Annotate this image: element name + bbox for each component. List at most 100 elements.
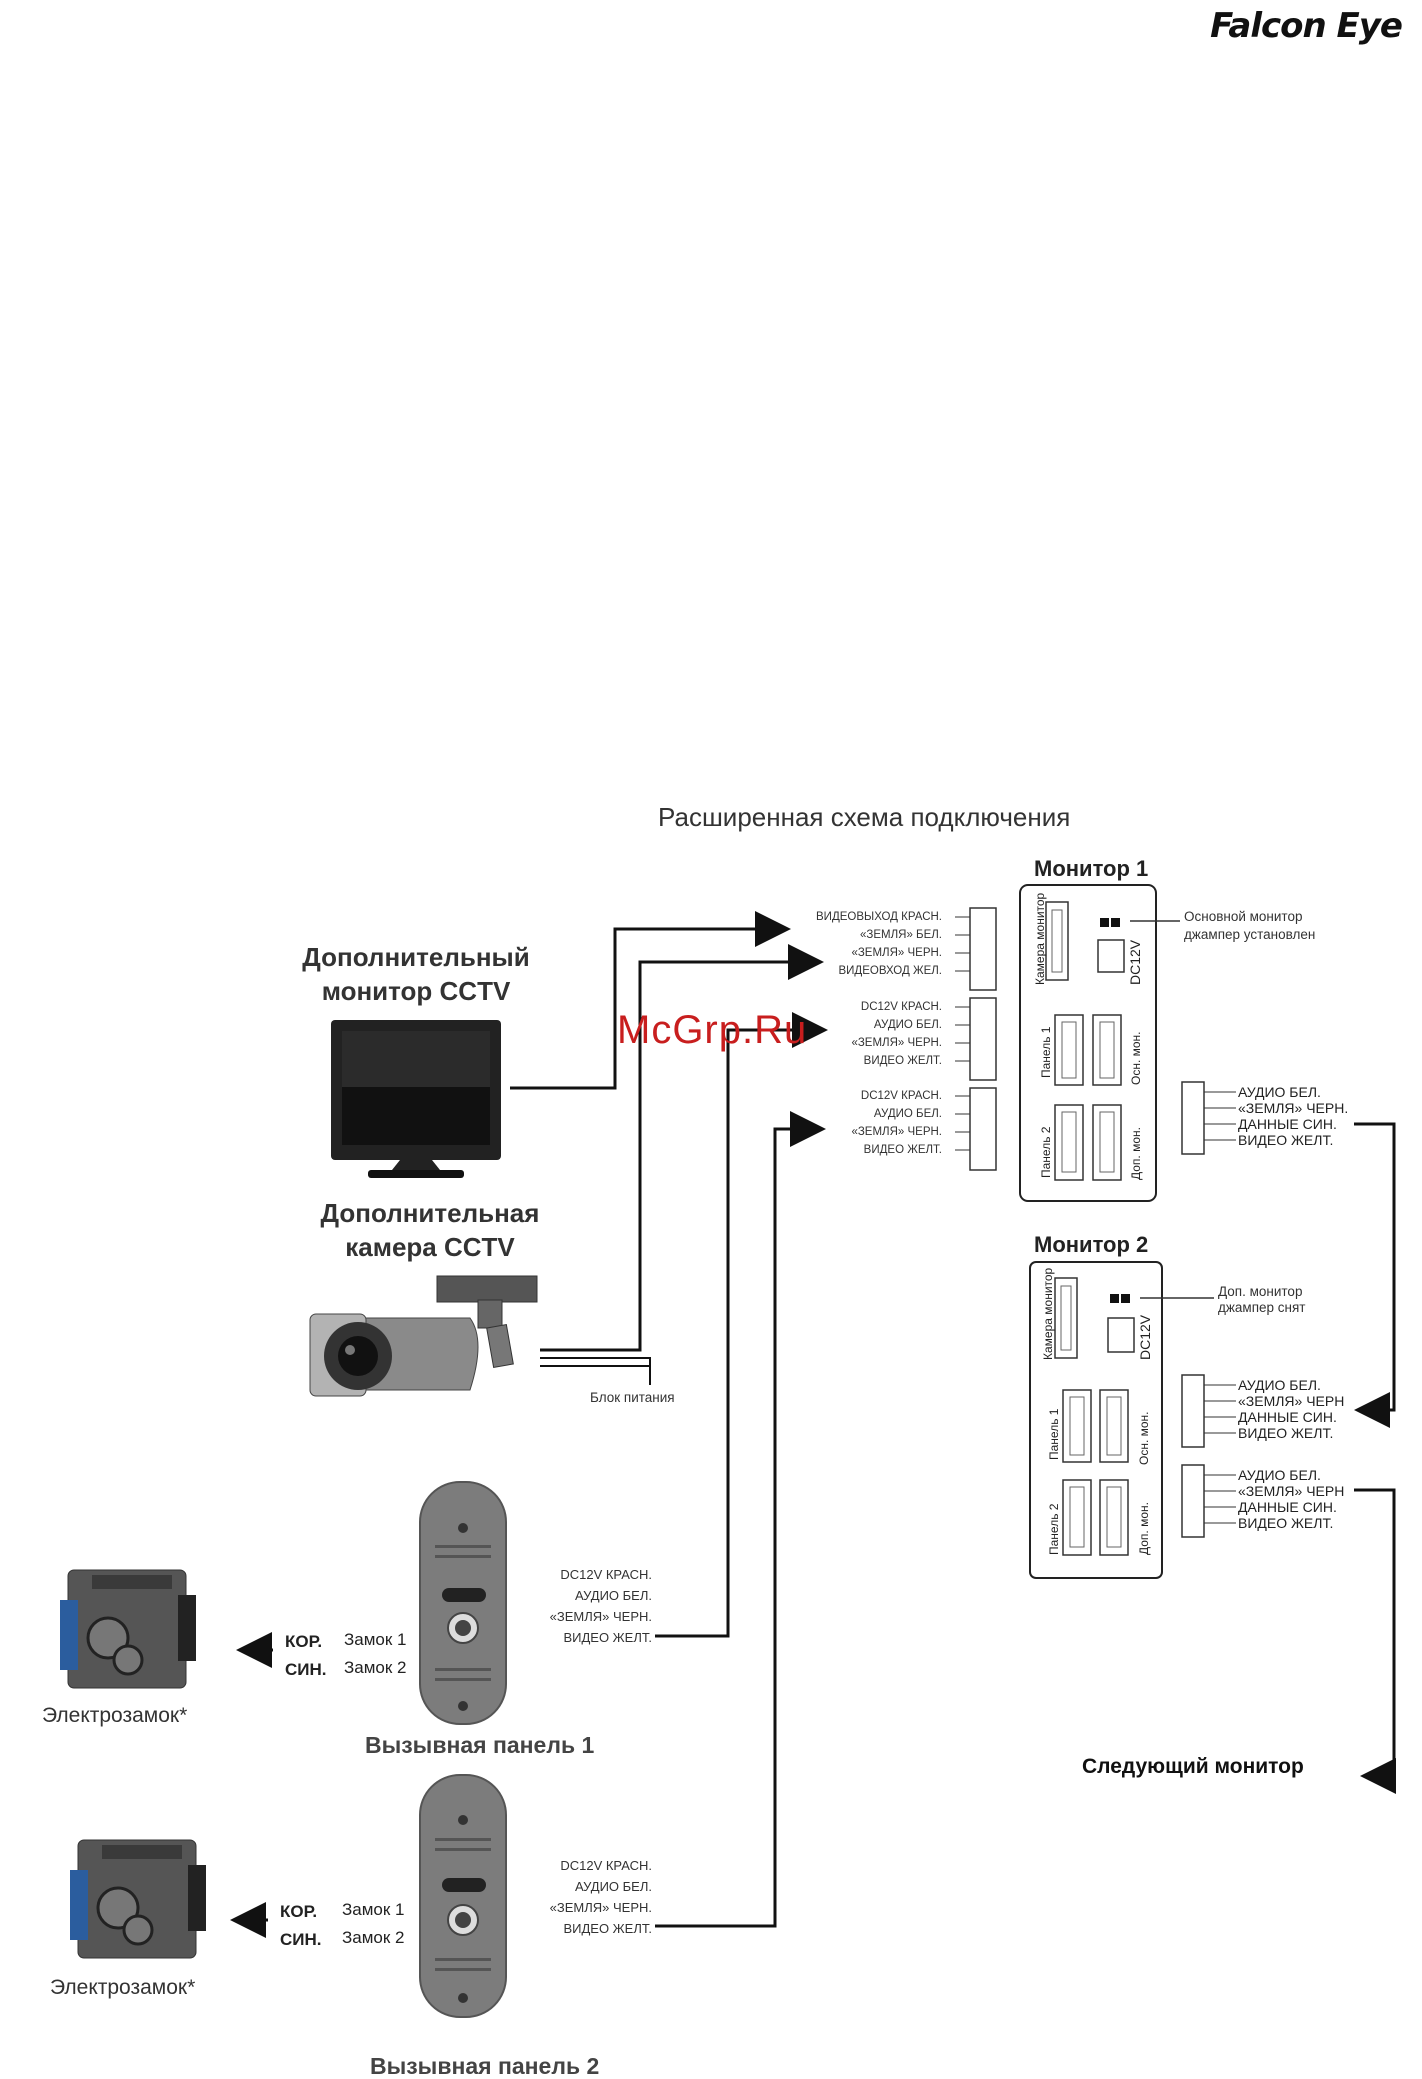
lock-name: Замок 1	[342, 1900, 405, 1919]
next-monitor-label: Следующий монитор	[1082, 1755, 1304, 1778]
wire-label: ВИДЕО ЖЕЛТ.	[863, 1055, 942, 1067]
jumper-note-line: Основной монитор	[1184, 909, 1303, 924]
wire-label: «ЗЕМЛЯ» БЕЛ.	[860, 929, 942, 941]
electric-lock-1-illustration	[60, 1569, 196, 1689]
watermark: McGrp.Ru	[617, 1008, 808, 1052]
wire-label: ВИДЕО ЖЕЛТ.	[563, 1630, 652, 1645]
wire-label: «ЗЕМЛЯ» ЧЕРН.	[851, 1126, 942, 1138]
jumper-note-line: джампер установлен	[1184, 927, 1316, 942]
m1-port-panel1: Панель 1	[1039, 1026, 1053, 1078]
color-label: СИН.	[280, 1930, 322, 1949]
wire-label: ВИДЕО ЖЕЛТ.	[563, 1921, 652, 1936]
wire-label: «ЗЕМЛЯ» ЧЕРН.	[549, 1900, 652, 1915]
wire-label: ДАННЫЕ СИН.	[1238, 1116, 1337, 1132]
label-line: камера CCTV	[345, 1232, 515, 1262]
wire-label: DC12V КРАСН.	[860, 1090, 942, 1102]
wire-label: ВИДЕО ЖЕЛТ.	[863, 1144, 942, 1156]
monitor2-jumper-note: Доп. монитор джампер снят	[1218, 1284, 1305, 1316]
lock-name: Замок 2	[342, 1928, 405, 1947]
monitor1-title: Монитор 1	[1034, 856, 1149, 881]
lock-name: Замок 1	[344, 1630, 407, 1649]
m1-port-cam: Камера монитор	[1033, 892, 1047, 985]
call-panel1-label: Вызывная панель 1	[365, 1732, 595, 1758]
m2-port-panel2: Панель 2	[1047, 1503, 1061, 1555]
connector-m2-in	[1181, 1374, 1236, 1448]
wires-monitor2-in-labels: АУДИО БЕЛ. «ЗЕМЛЯ» ЧЕРН ДАННЫЕ СИН. ВИДЕ…	[1238, 1377, 1344, 1441]
call-panel2-wires: DC12V КРАСН. АУДИО БЕЛ. «ЗЕМЛЯ» ЧЕРН. ВИ…	[550, 1855, 652, 1939]
m2-port-dc: DC12V	[1137, 1314, 1153, 1360]
m2-port-dop: Доп. мон.	[1137, 1502, 1151, 1555]
electric-lock1-label: Электрозамок*	[42, 1704, 188, 1727]
wire-label: «ЗЕМЛЯ» ЧЕРН	[1238, 1483, 1345, 1499]
brand-logo: Falcon Eye	[1210, 6, 1403, 46]
wire-label: DC12V КРАСН.	[560, 1858, 652, 1873]
power-supply-label: Блок питания	[590, 1390, 675, 1405]
monitor2-board	[1029, 1261, 1163, 1579]
label-line: монитор CCTV	[321, 976, 511, 1006]
color-label: СИН.	[285, 1660, 327, 1679]
wire-label: ДАННЫЕ СИН.	[1238, 1409, 1337, 1425]
wire-label: ВИДЕО ЖЕЛТ.	[1238, 1425, 1334, 1441]
extra-camera-label: Дополнительная камера CCTV	[300, 1196, 560, 1264]
wires-panel2-labels: DC12V КРАСН. АУДИО БЕЛ. «ЗЕМЛЯ» ЧЕРН. ВИ…	[851, 1087, 942, 1159]
wire-label: АУДИО БЕЛ.	[575, 1879, 652, 1894]
connector-m1-out	[1181, 1081, 1236, 1155]
wire-label: ВИДЕО ЖЕЛТ.	[1238, 1515, 1334, 1531]
wires-panel1-labels: DC12V КРАСН. АУДИО БЕЛ. «ЗЕМЛЯ» ЧЕРН. ВИ…	[851, 998, 942, 1070]
color-label: КОР.	[280, 1902, 318, 1921]
wires-monitor-out-labels: АУДИО БЕЛ. «ЗЕМЛЯ» ЧЕРН. ДАННЫЕ СИН. ВИД…	[1238, 1084, 1348, 1148]
wires-monitor2-out-labels: АУДИО БЕЛ. «ЗЕМЛЯ» ЧЕРН ДАННЫЕ СИН. ВИДЕ…	[1238, 1467, 1344, 1531]
wire-label: «ЗЕМЛЯ» ЧЕРН.	[1238, 1100, 1349, 1116]
lock2-colors: КОР. СИН.	[280, 1898, 322, 1954]
call-panel1-wires: DC12V КРАСН. АУДИО БЕЛ. «ЗЕМЛЯ» ЧЕРН. ВИ…	[550, 1564, 652, 1648]
wire-label: АУДИО БЕЛ.	[873, 1108, 942, 1120]
call-panel-2-illustration	[419, 1774, 507, 2018]
monitor1-jumper-note: Основной монитор джампер установлен	[1184, 908, 1315, 944]
call-panel2-label: Вызывная панель 2	[370, 2053, 600, 2079]
label-line: Дополнительный	[302, 942, 530, 972]
m1-port-dop: Доп. мон.	[1129, 1127, 1143, 1180]
wire-label: «ЗЕМЛЯ» ЧЕРН.	[851, 947, 942, 959]
m2-port-panel1: Панель 1	[1047, 1408, 1061, 1460]
wire-label: DC12V КРАСН.	[860, 1001, 942, 1013]
lock-name: Замок 2	[344, 1658, 407, 1677]
electric-lock2-label: Электрозамок*	[50, 1976, 196, 1999]
wire-label: «ЗЕМЛЯ» ЧЕРН.	[549, 1609, 652, 1624]
wire-label: «ЗЕМЛЯ» ЧЕРН	[1238, 1393, 1345, 1409]
wire-label: ВИДЕОВХОД ЖЕЛ.	[838, 965, 943, 977]
wire-label: ВИДЕО ЖЕЛТ.	[1238, 1132, 1334, 1148]
cctv-monitor-illustration	[331, 1020, 501, 1178]
wires-cam-labels: ВИДЕОВЫХОД КРАСН. «ЗЕМЛЯ» БЕЛ. «ЗЕМЛЯ» Ч…	[816, 908, 942, 980]
m1-port-osn: Осн. мон.	[1129, 1031, 1143, 1085]
wire-label: АУДИО БЕЛ.	[575, 1588, 652, 1603]
label-line: Дополнительная	[320, 1198, 540, 1228]
jumper-note-line: Доп. монитор	[1218, 1284, 1303, 1299]
jumper-note-line: джампер снят	[1218, 1300, 1306, 1315]
extra-monitor-label: Дополнительный монитор CCTV	[286, 940, 546, 1008]
color-label: КОР.	[285, 1632, 323, 1651]
wire-label: ВИДЕОВЫХОД КРАСН.	[816, 911, 942, 923]
monitor2-title: Монитор 2	[1034, 1232, 1149, 1257]
wire-label: DC12V КРАСН.	[560, 1567, 652, 1582]
m2-port-cam: Камера монитор	[1041, 1267, 1055, 1360]
call-panel-1-illustration	[419, 1481, 507, 1725]
lock1-names: Замок 1 Замок 2	[344, 1626, 406, 1682]
connector-cam	[955, 907, 997, 991]
connector-panel2	[955, 1087, 997, 1171]
wire-label: АУДИО БЕЛ.	[1238, 1084, 1321, 1100]
connector-m2-out	[1181, 1464, 1236, 1538]
wire-label: АУДИО БЕЛ.	[873, 1019, 942, 1031]
wire-label: ДАННЫЕ СИН.	[1238, 1499, 1337, 1515]
lock2-names: Замок 1 Замок 2	[342, 1896, 404, 1952]
wire-label: «ЗЕМЛЯ» ЧЕРН.	[851, 1037, 942, 1049]
electric-lock-2-illustration	[70, 1839, 206, 1959]
connector-panel1	[955, 997, 997, 1081]
m1-port-dc: DC12V	[1127, 939, 1143, 985]
diagram-title: Расширенная схема подключения	[658, 802, 1071, 832]
wire-label: АУДИО БЕЛ.	[1238, 1467, 1321, 1483]
m1-port-panel2: Панель 2	[1039, 1126, 1053, 1178]
monitor1-board	[1019, 884, 1157, 1202]
lock1-colors: КОР. СИН.	[285, 1628, 327, 1684]
wire-label: АУДИО БЕЛ.	[1238, 1377, 1321, 1393]
